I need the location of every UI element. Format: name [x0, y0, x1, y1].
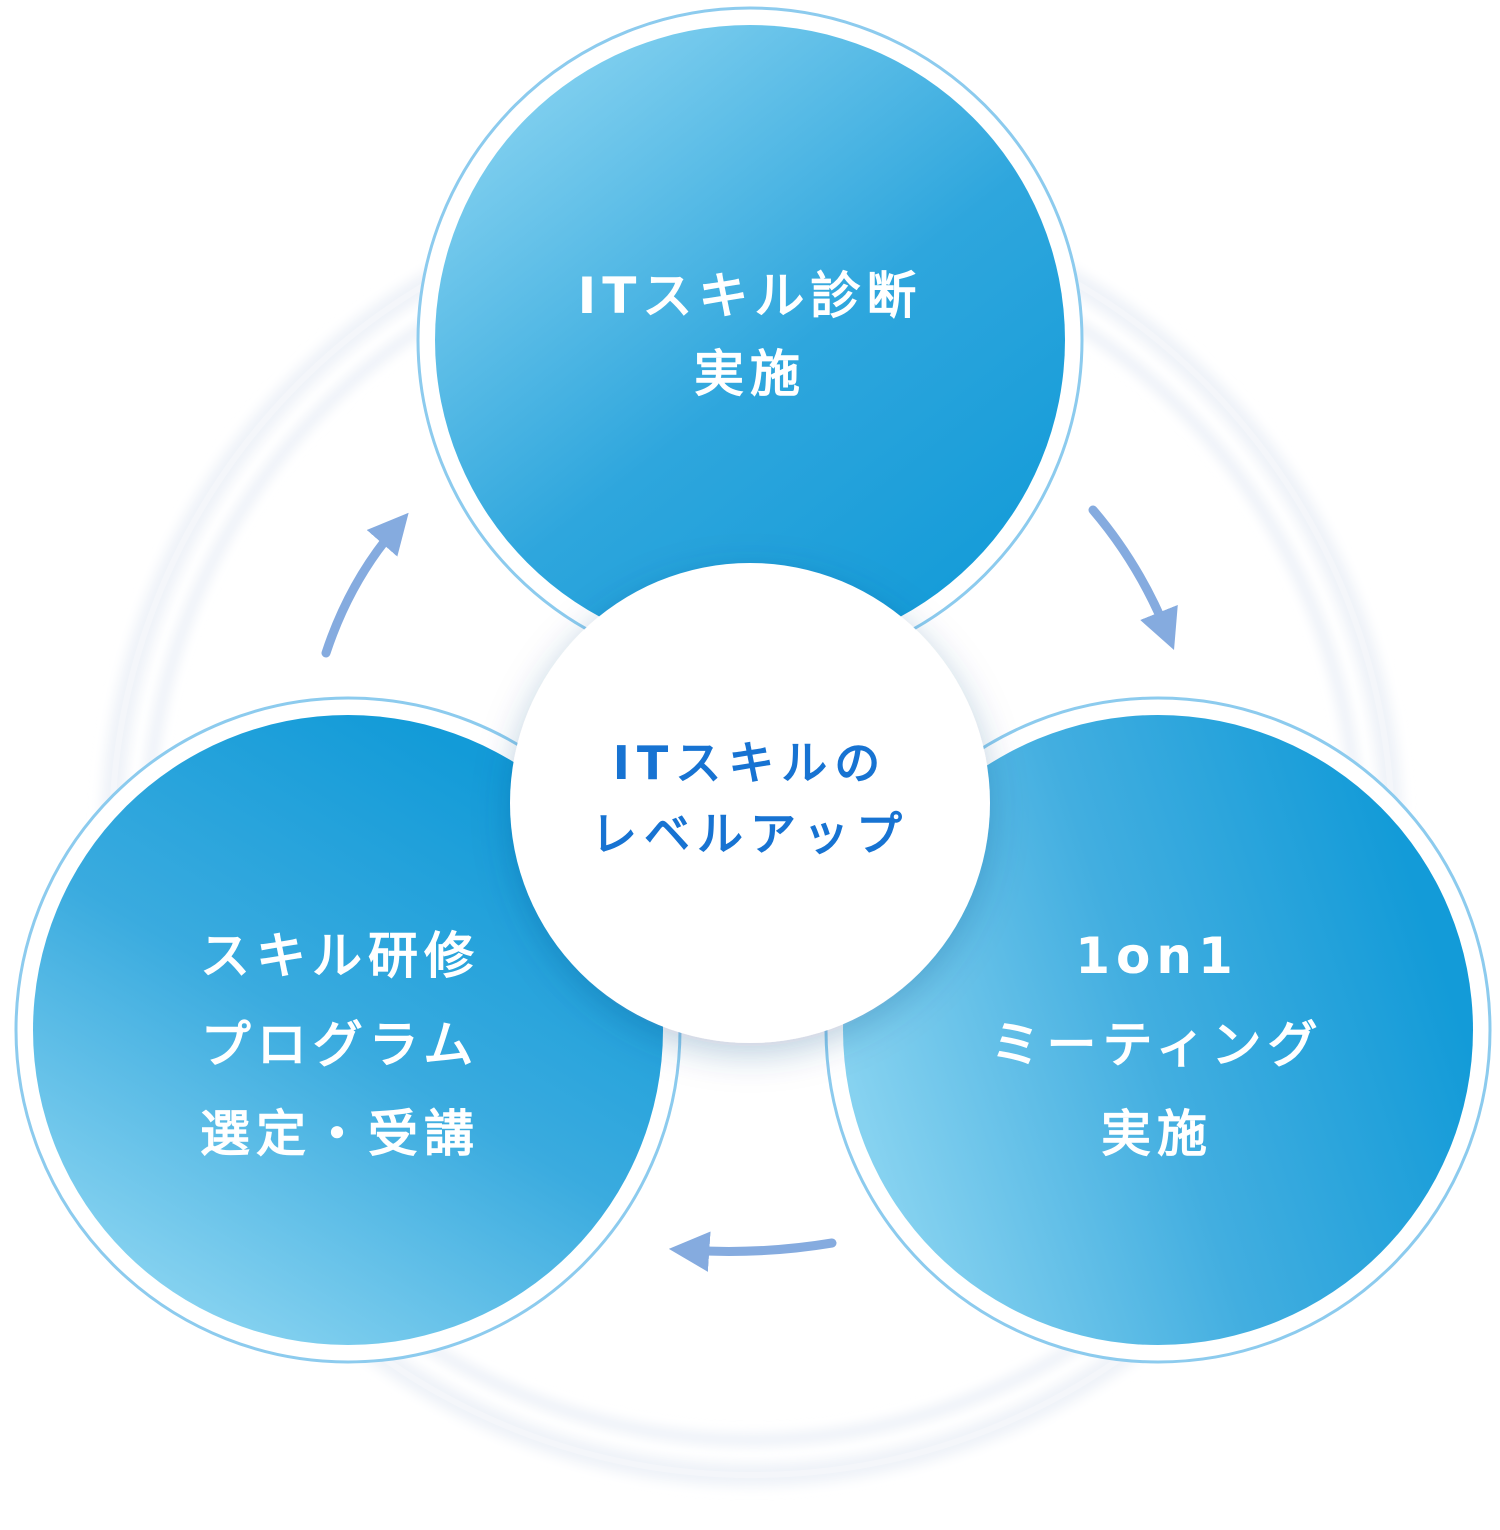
top-circle	[416, 6, 1084, 674]
top-node-line-1: ITスキル診断	[577, 267, 923, 325]
left-circle	[14, 696, 682, 1364]
center-label: ITスキルの レベルアップ	[510, 728, 990, 871]
left-node-line-2: プログラム	[200, 1016, 480, 1074]
top-node-label: ITスキル診断 実施	[450, 258, 1050, 413]
left-node-label: スキル研修 プログラム 選定・受講	[40, 912, 640, 1179]
right-node-label: 1on1 ミーティング 実施	[852, 912, 1462, 1179]
left-node-line-3: 選定・受講	[200, 1105, 480, 1163]
center-line-2: レベルアップ	[591, 807, 909, 862]
arrow-top-to-right	[1088, 505, 1178, 651]
center-circle	[510, 563, 990, 1043]
right-circle	[824, 696, 1492, 1364]
center-line-1: ITスキルの	[612, 736, 888, 790]
arrow-left-to-top	[321, 512, 409, 658]
top-node-line-2: 実施	[694, 344, 806, 403]
right-node-line-3: 実施	[1101, 1105, 1213, 1163]
arrow-right-to-left	[668, 1231, 837, 1272]
right-node-line-1: 1on1	[1075, 927, 1239, 985]
left-node-line-1: スキル研修	[200, 927, 480, 985]
right-node-line-2: ミーティング	[990, 1016, 1324, 1074]
